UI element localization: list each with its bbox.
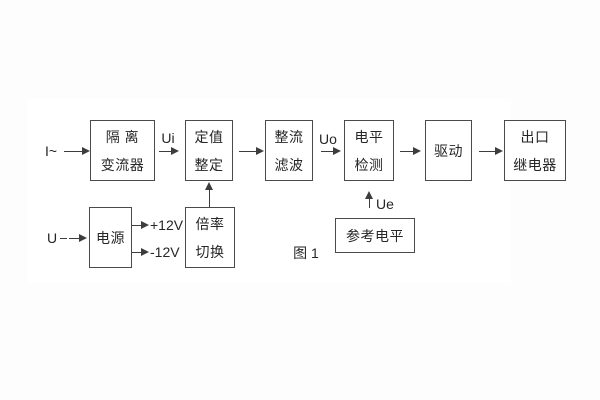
block-level-detect-line2: 检测 xyxy=(354,156,384,173)
arrow-head-rail-positive xyxy=(141,221,149,229)
arrow-line-setting-to-rectify xyxy=(239,151,256,152)
figure-caption: 图 1 xyxy=(293,245,319,261)
arrow-head-input-current xyxy=(82,147,90,155)
block-power-supply: 电源 xyxy=(89,207,132,268)
arrow-head-input-voltage xyxy=(79,234,87,242)
arrow-head-ui xyxy=(171,147,179,155)
block-level-detect-line1: 电平 xyxy=(354,128,384,145)
block-ratio-switch: 倍率 切换 xyxy=(185,207,235,268)
arrow-line-ui xyxy=(159,151,171,152)
arrow-line-level-to-drive xyxy=(400,151,413,152)
arrow-head-ue xyxy=(365,191,373,199)
block-output-relay-line2: 继电器 xyxy=(513,156,557,173)
block-reference-level: 参考电平 xyxy=(335,218,415,253)
block-power-supply-line1: 电源 xyxy=(96,229,125,246)
label-signal-uo: Uo xyxy=(319,131,337,147)
block-isolation-converter-line1: 隔 离 xyxy=(105,128,140,145)
arrow-head-setting-to-rectify xyxy=(256,147,264,155)
label-rail-negative: -12V xyxy=(150,244,180,260)
block-isolation-converter: 隔 离 变流器 xyxy=(90,120,155,181)
arrow-head-rail-negative xyxy=(141,248,149,256)
arrow-line-ratio-to-setting xyxy=(209,189,210,207)
block-output-relay: 出口 继电器 xyxy=(504,120,566,181)
arrow-line-rail-positive xyxy=(132,225,141,226)
block-rectify-filter-line1: 整流 xyxy=(274,128,304,145)
arrow-dash-input-voltage xyxy=(60,238,67,239)
arrow-line-uo xyxy=(321,151,333,152)
block-drive: 驱动 xyxy=(425,120,472,181)
block-drive-line1: 驱动 xyxy=(434,142,463,159)
arrow-line-input-voltage xyxy=(69,238,79,239)
arrow-line-drive-to-relay xyxy=(479,151,495,152)
block-isolation-converter-line2: 变流器 xyxy=(100,156,145,173)
arrow-head-ratio-to-setting xyxy=(205,182,213,190)
block-rectify-filter: 整流 滤波 xyxy=(265,120,313,181)
arrow-head-uo xyxy=(333,147,341,155)
block-rectify-filter-line2: 滤波 xyxy=(274,156,304,173)
block-setting-adjust-line1: 定值 xyxy=(194,128,224,145)
block-setting-adjust-line2: 整定 xyxy=(194,156,224,173)
block-ratio-switch-line2: 切换 xyxy=(195,243,225,260)
arrow-line-input-current xyxy=(64,151,82,152)
block-level-detect: 电平 检测 xyxy=(344,120,394,181)
label-signal-ue: Ue xyxy=(376,196,394,212)
label-rail-positive: +12V xyxy=(150,217,184,233)
block-reference-level-line1: 参考电平 xyxy=(346,227,404,244)
arrow-line-rail-negative xyxy=(132,252,141,253)
label-signal-ui: Ui xyxy=(161,130,175,146)
label-input-current: I~ xyxy=(44,143,58,159)
arrow-head-level-to-drive xyxy=(413,147,421,155)
label-input-voltage: U xyxy=(46,230,58,246)
arrow-head-drive-to-relay xyxy=(495,147,503,155)
block-output-relay-line1: 出口 xyxy=(520,128,550,145)
block-setting-adjust: 定值 整定 xyxy=(185,120,233,181)
arrow-line-ue xyxy=(369,198,370,208)
block-ratio-switch-line1: 倍率 xyxy=(195,215,225,232)
